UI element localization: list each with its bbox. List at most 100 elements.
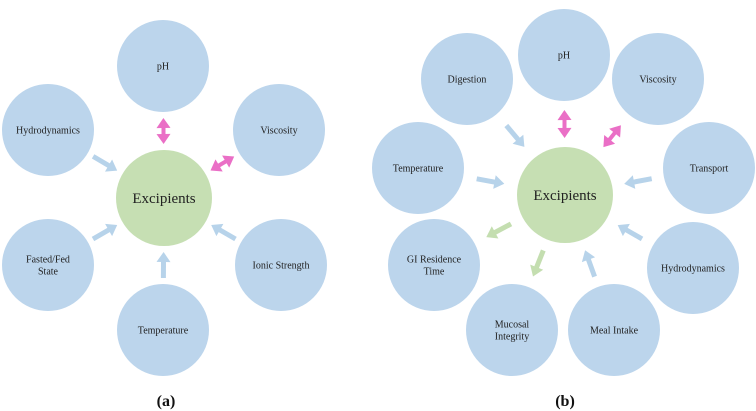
node-circle: [388, 219, 480, 311]
center-node-label: Excipients: [533, 188, 596, 204]
arrowhead: [486, 226, 499, 239]
node-temperature: Temperature: [117, 284, 209, 376]
arrow-hydrodynamics: [617, 223, 644, 242]
node-circle: [466, 284, 558, 376]
arrow-meal-intake: [581, 250, 597, 278]
arrow-shaft: [631, 176, 653, 185]
arrowhead: [210, 159, 223, 172]
arrowhead: [557, 127, 572, 138]
arrow-shaft: [585, 256, 597, 278]
node-label: Viscosity: [260, 126, 297, 137]
node-label: Temperature: [138, 326, 189, 337]
node-circle: [2, 219, 94, 311]
arrow-mucosal-integrity: [530, 249, 546, 277]
node-viscosity: Viscosity: [612, 33, 704, 125]
arrowhead: [493, 175, 505, 189]
arrowhead: [617, 223, 630, 237]
node-label: Integrity: [495, 332, 529, 343]
node-ph: pH: [117, 20, 209, 112]
node-label: Time: [424, 267, 445, 278]
arrowhead: [156, 252, 171, 263]
arrowhead: [603, 135, 616, 148]
arrowhead: [624, 175, 636, 189]
node-label: Meal Intake: [590, 326, 639, 337]
node-label: Transport: [690, 164, 729, 175]
arrow-shaft: [91, 226, 112, 242]
arrow-hydrodynamics: [91, 154, 118, 172]
node-label: pH: [558, 51, 570, 62]
node-circle: [372, 122, 464, 214]
double-arrow-ph: [557, 110, 572, 138]
panel-a-caption: (a): [157, 393, 176, 410]
arrowhead: [211, 223, 224, 237]
node-circle: [233, 84, 325, 176]
node-digestion: Digestion: [421, 33, 513, 125]
panel-a-arrows: [91, 118, 237, 279]
node-circle: [117, 20, 209, 112]
arrowhead: [609, 125, 621, 138]
arrow-shaft: [623, 226, 644, 242]
node-meal-intake: Meal Intake: [568, 284, 660, 376]
node-circle: [518, 9, 610, 101]
arrow-shaft: [91, 154, 112, 169]
node-label: Hydrodynamics: [661, 264, 725, 275]
double-arrow-viscosity: [210, 155, 235, 172]
node-circle: [235, 219, 327, 311]
arrowhead: [156, 133, 171, 144]
node-label: GI Residence: [407, 255, 462, 266]
node-circle: [568, 284, 660, 376]
arrowhead: [105, 159, 118, 172]
panel-b-center: Excipients: [517, 147, 613, 243]
arrowhead: [222, 155, 235, 168]
double-arrow-viscosity: [603, 125, 621, 148]
arrow-gi-residence-time: [486, 221, 513, 239]
center-node: [517, 147, 613, 243]
arrow-shaft: [476, 176, 497, 185]
node-hydrodynamics: Hydrodynamics: [2, 84, 94, 176]
center-node-label: Excipients: [132, 191, 195, 207]
node-viscosity: Viscosity: [233, 84, 325, 176]
node-transport: Transport: [663, 122, 755, 214]
arrow-temperature: [476, 175, 505, 189]
node-label: Mucosal: [495, 320, 530, 331]
arrow-fasted-fed-state: [91, 223, 118, 242]
arrow-temperature: [156, 252, 171, 279]
node-circle: [647, 222, 739, 314]
arrow-shaft: [216, 226, 237, 242]
node-label: pH: [157, 62, 169, 73]
node-label: Temperature: [393, 164, 444, 175]
panel-b-arrows: [476, 110, 653, 278]
arrowhead: [156, 118, 171, 129]
node-label: Viscosity: [639, 75, 676, 86]
node-hydrodynamics: Hydrodynamics: [647, 222, 739, 314]
node-label: State: [38, 267, 59, 278]
arrowhead: [557, 110, 572, 121]
node-circle: [612, 33, 704, 125]
node-circle: [2, 84, 94, 176]
panel-a-center: Excipients: [116, 150, 212, 246]
center-node: [116, 150, 212, 246]
arrow-transport: [624, 175, 653, 189]
arrow-shaft: [504, 123, 522, 143]
arrowhead: [512, 134, 525, 147]
arrowhead: [581, 250, 596, 263]
arrow-digestion: [504, 123, 525, 147]
arrowhead: [530, 264, 544, 277]
double-arrow-ph: [156, 118, 171, 144]
node-temperature: Temperature: [372, 122, 464, 214]
node-label: Ionic Strength: [253, 261, 310, 272]
node-ph: pH: [518, 9, 610, 101]
arrow-shaft: [492, 221, 513, 236]
node-ionic-strength: Ionic Strength: [235, 219, 327, 311]
node-label: Hydrodynamics: [16, 126, 80, 137]
arrowhead: [105, 223, 118, 237]
node-circle: [663, 122, 755, 214]
